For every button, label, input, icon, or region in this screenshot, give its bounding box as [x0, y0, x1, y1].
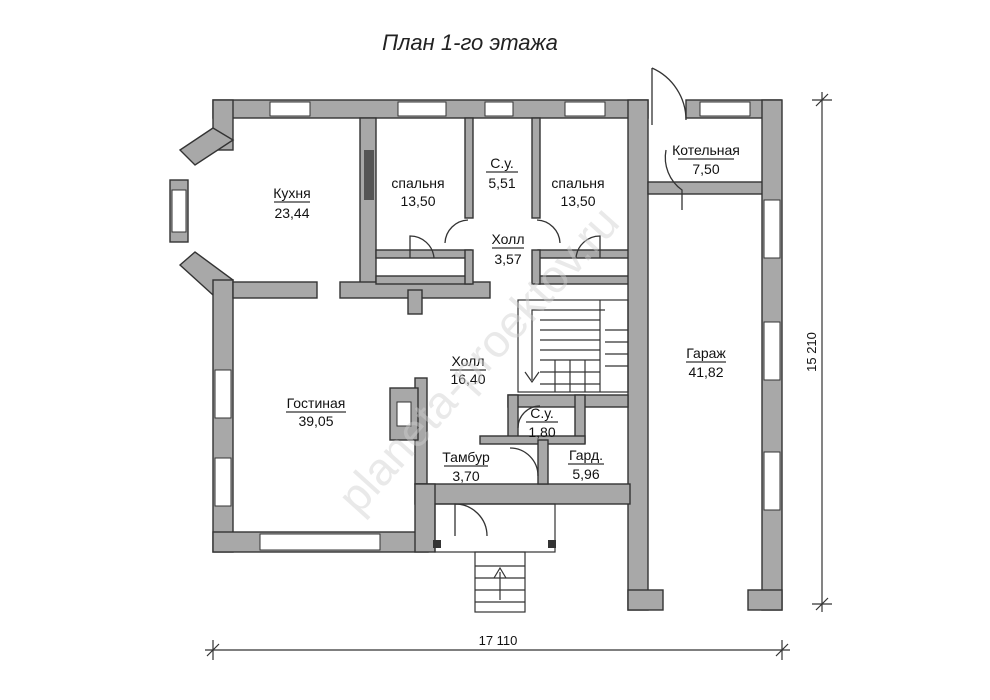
window-living-1	[214, 369, 232, 419]
door-wc-2	[517, 405, 541, 429]
window-living-bottom	[259, 533, 381, 551]
wall-closet-sep2	[531, 249, 541, 285]
room-name-wc-1: С.у.	[490, 155, 514, 171]
wall-bed1-bottom	[375, 249, 472, 259]
room-area-garage: 41,82	[688, 364, 723, 380]
wall-closet-sep1	[464, 249, 474, 285]
wall-wc-right	[531, 117, 541, 219]
room-labels: Кухня 23,44 спальня 13,50 С.у. 5,51 спал…	[273, 142, 740, 484]
porch-outline	[434, 503, 556, 553]
window-kitchen	[269, 101, 311, 117]
door-vestibule	[509, 447, 539, 477]
porch	[433, 503, 556, 613]
window-garage-1	[763, 199, 781, 259]
dim-height-label: 15 210	[804, 332, 819, 372]
window-bedroom-2	[564, 101, 606, 117]
door-entrance	[454, 503, 488, 537]
room-name-bedroom-2: спальня	[551, 175, 604, 191]
door-boiler-inner	[664, 149, 683, 210]
room-name-garage: Гараж	[686, 345, 726, 361]
wall-garage-bottom-left	[627, 589, 664, 611]
room-area-vestibule: 3,70	[452, 468, 479, 484]
room-area-hall-small: 3,57	[494, 251, 521, 267]
door-bedroom-2	[536, 219, 561, 244]
fireplace-insert	[396, 401, 412, 427]
window-living-2	[214, 457, 232, 507]
wall-garage-bottom-right	[747, 589, 783, 611]
room-area-kitchen: 23,44	[274, 205, 309, 221]
window-boiler	[699, 101, 751, 117]
door-boiler-outer	[651, 67, 687, 125]
room-name-wc-2: С.у.	[530, 405, 554, 421]
wall-vestibule-bottom	[414, 483, 631, 505]
room-name-hall-small: Холл	[492, 231, 525, 247]
wall-wc2-top	[507, 394, 629, 408]
window-garage-2	[763, 321, 781, 381]
door-closet-1	[409, 235, 435, 259]
wall-stub	[407, 289, 423, 315]
room-area-bedroom-2: 13,50	[560, 193, 595, 209]
wall-closet1-bottom	[375, 275, 472, 285]
wall-closet-left	[537, 439, 549, 485]
wall-wc2-bottom	[479, 435, 586, 445]
wall-boiler-bottom	[647, 181, 767, 195]
stairs	[517, 299, 629, 393]
room-area-hall: 16,40	[450, 371, 485, 387]
room-area-wc-1: 5,51	[488, 175, 515, 191]
room-name-wardrobe: Гард.	[569, 447, 603, 463]
window-bedroom-1	[397, 101, 447, 117]
wall-kitchen-right	[359, 117, 377, 289]
wall-bed1-right	[464, 117, 474, 219]
room-area-wardrobe: 5,96	[572, 466, 599, 482]
windows	[171, 101, 781, 551]
kitchen-wall-accent	[364, 150, 374, 200]
stair-arrow-path	[531, 309, 605, 380]
stair-arrow-head	[524, 371, 540, 384]
room-area-living: 39,05	[298, 413, 333, 429]
dim-width-label: 17 110	[479, 633, 518, 648]
room-area-bedroom-1: 13,50	[400, 193, 435, 209]
room-name-vestibule: Тамбур	[442, 449, 490, 465]
room-area-boiler: 7,50	[692, 161, 719, 177]
wall-garage-left	[627, 99, 649, 611]
room-name-living: Гостиная	[287, 395, 346, 411]
porch-stairs	[474, 551, 526, 613]
window-garage-3	[763, 451, 781, 511]
door-closet-2	[575, 235, 601, 259]
dimensions: 17 110 15 210	[205, 92, 832, 660]
wall-bay-1	[178, 127, 235, 166]
door-bedroom-1	[444, 219, 469, 244]
room-name-hall: Холл	[452, 353, 485, 369]
room-name-boiler: Котельная	[672, 142, 740, 158]
window-wc	[484, 101, 514, 117]
stair-outline	[517, 299, 629, 393]
room-name-bedroom-1: спальня	[391, 175, 444, 191]
wall-porch-left	[414, 483, 436, 553]
room-name-kitchen: Кухня	[273, 185, 310, 201]
window-bay	[171, 189, 187, 233]
wall-kitchen-bottom	[232, 281, 318, 299]
room-area-wc-2: 1,80	[528, 424, 555, 440]
plan-title: План 1-го этажа	[382, 30, 558, 55]
